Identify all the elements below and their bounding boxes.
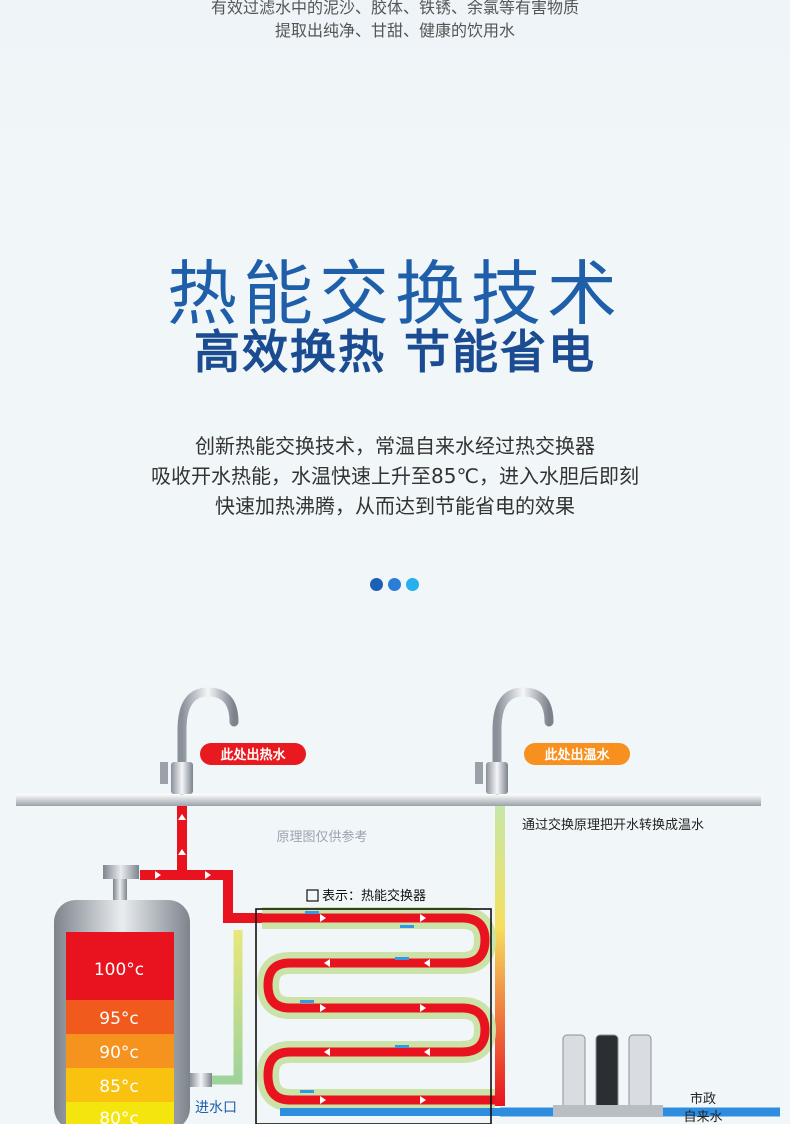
section-title: 热能交换技术 <box>167 253 623 335</box>
dot-2 <box>388 578 401 591</box>
countertop <box>16 794 761 806</box>
description-line-3: 快速加热沸腾，从而达到节能省电的效果 <box>215 494 575 518</box>
hot-faucet-icon[interactable] <box>160 687 239 795</box>
flow-arrows <box>155 814 430 1104</box>
temp-90: 90°c <box>99 1043 138 1063</box>
warm-conversion-note: 通过交换原理把开水转换成温水 <box>522 817 704 833</box>
warm-outlet-label: 此处出温水 <box>544 747 610 763</box>
temp-80: 80°c <box>99 1109 138 1124</box>
dot-3 <box>406 578 419 591</box>
inlet-connector <box>190 1073 212 1087</box>
description-line-1: 创新热能交换技术，常温自来水经过热交换器 <box>195 434 595 458</box>
inlet-label: 进水口 <box>195 1100 237 1116</box>
serpentine-exchanger <box>257 907 496 1111</box>
intro-line-1: 有效过滤水中的泥沙、胶体、铁锈、余氯等有害物质 <box>210 0 579 17</box>
carousel-dots <box>370 578 419 591</box>
reference-note: 原理图仅供参考 <box>276 829 367 845</box>
temp-100: 100°c <box>94 960 144 980</box>
exchanger-box <box>255 908 492 1124</box>
tap-water-label-1: 市政 <box>690 1091 716 1107</box>
filter-cartridges <box>553 1034 663 1117</box>
dot-1 <box>370 578 383 591</box>
legend-square-icon <box>306 889 319 902</box>
warm-riser-pipe <box>495 806 505 1106</box>
water-tank <box>54 865 190 1124</box>
temp-95: 95°c <box>99 1009 138 1029</box>
warm-outlet-badge <box>524 743 630 765</box>
section-subtitle: 高效换热 节能省电 <box>193 325 596 379</box>
exchanger-legend: 表示：热能交换器 <box>322 888 426 904</box>
tap-water-label-2: 自来水 <box>683 1110 722 1124</box>
intro-line-2: 提取出纯净、甘甜、健康的饮用水 <box>274 21 515 40</box>
inlet-pipe <box>212 930 243 1085</box>
description-line-2: 吸收开水热能，水温快速上升至85℃，进入水胆后即刻 <box>151 464 639 488</box>
cold-flow-arrows <box>300 911 414 1093</box>
hot-outlet-badge <box>200 743 306 765</box>
temp-85: 85°c <box>99 1077 138 1097</box>
warm-faucet-icon[interactable] <box>475 687 554 795</box>
hot-outlet-label: 此处出热水 <box>220 747 286 763</box>
intro-band <box>0 0 790 160</box>
